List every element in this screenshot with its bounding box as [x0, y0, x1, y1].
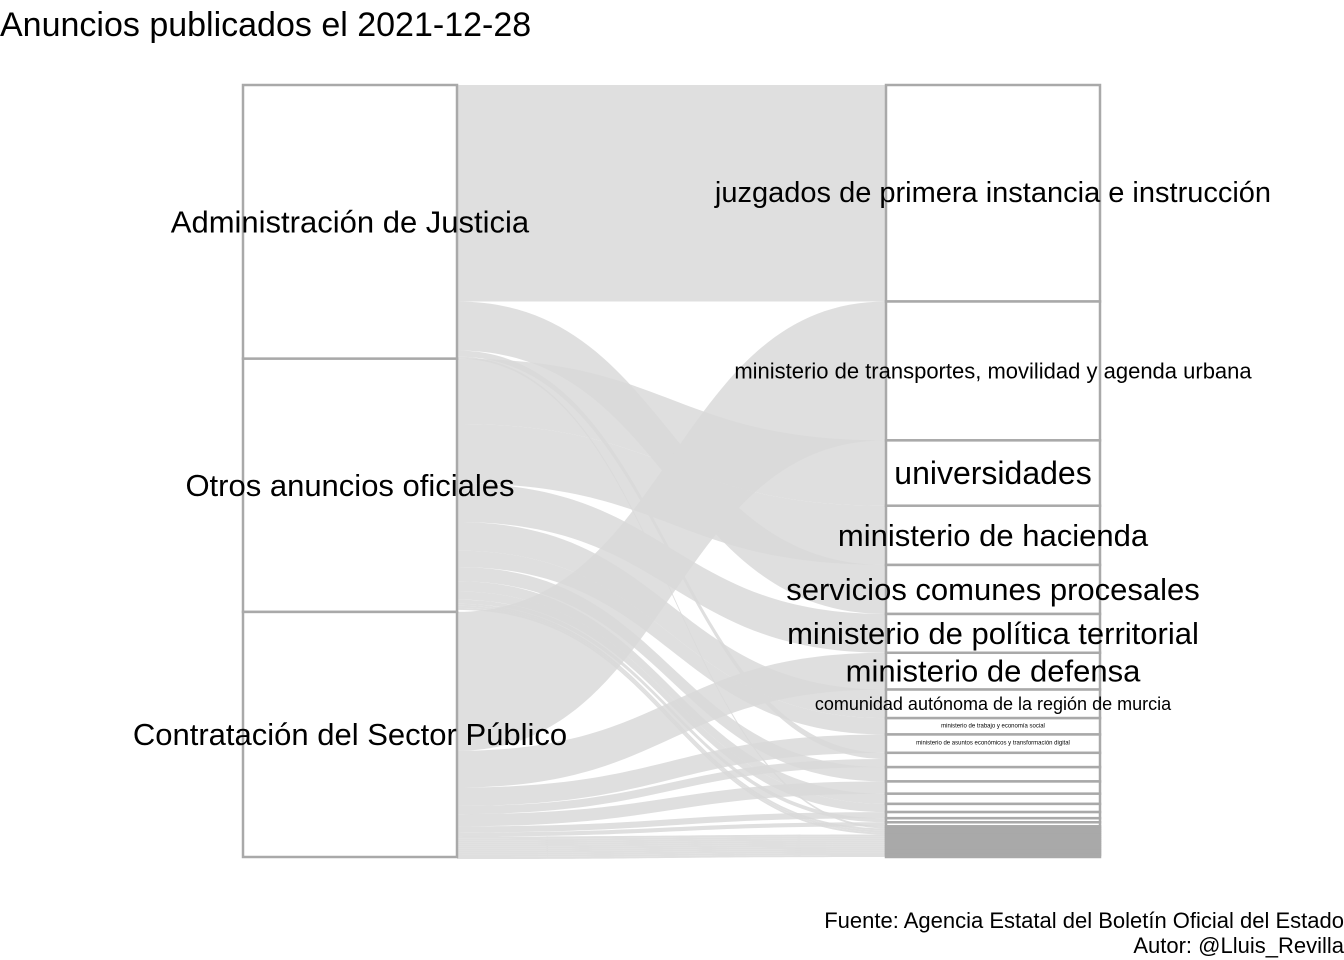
flow-band — [457, 834, 886, 839]
source-stratum — [241, 83, 459, 360]
chart-title: Anuncios publicados el 2021-12-28 — [0, 6, 532, 44]
target-label: universidades — [894, 455, 1091, 491]
flow-band — [457, 854, 886, 860]
flow-band — [457, 581, 886, 804]
flow-band — [457, 812, 886, 833]
flows-layer — [457, 85, 886, 860]
flow-band — [457, 838, 886, 843]
source-label: Administración de Justicia — [171, 204, 530, 239]
target-label: ministerio de hacienda — [838, 518, 1149, 553]
target-label: juzgados de primera instancia e instrucc… — [714, 177, 1271, 209]
target-stratum — [884, 651, 1102, 691]
flow-band — [457, 550, 886, 735]
flow-band — [457, 758, 886, 815]
target-label: servicios comunes procesales — [786, 572, 1200, 607]
flow-band — [457, 850, 886, 855]
flow-band — [457, 842, 886, 847]
source-stratum — [241, 357, 459, 614]
flow-band — [457, 844, 886, 849]
target-stratum — [884, 563, 1102, 616]
flow-band — [457, 781, 886, 827]
target-stratum — [884, 792, 1102, 806]
flow-band — [457, 301, 886, 751]
target-stratum — [884, 765, 1102, 783]
flow-band — [457, 85, 886, 302]
target-stratum — [884, 504, 1102, 567]
source-label: Contratación del Sector Público — [133, 717, 567, 752]
target-label: ministerio de defensa — [846, 654, 1141, 689]
flow-band — [457, 652, 886, 788]
source-label: Otros anuncios oficiales — [185, 468, 514, 503]
target-label: ministerio de política territorial — [787, 616, 1199, 651]
flow-band — [457, 734, 886, 806]
flow-band — [457, 846, 886, 851]
caption-author: Autor: @Lluis_Revilla — [1133, 933, 1344, 958]
flow-band — [457, 822, 886, 837]
target-stratum — [884, 780, 1102, 795]
target-label: ministerio de trabajo y economía social — [941, 723, 1045, 729]
target-stratum — [884, 83, 1102, 303]
flow-band — [457, 836, 886, 841]
source-stratum — [241, 610, 459, 859]
flow-band — [457, 566, 886, 782]
target-label: ministerio de asuntos económicos y trans… — [916, 741, 1070, 747]
flow-band — [457, 840, 886, 845]
target-stratum — [884, 688, 1102, 720]
target-stratum — [884, 612, 1102, 655]
flow-band — [457, 852, 886, 857]
flow-band — [457, 522, 886, 719]
target-stratum — [884, 853, 1102, 859]
target-label: ministerio de transportes, movilidad y a… — [734, 358, 1252, 383]
target-stratum — [884, 751, 1102, 769]
flow-band — [457, 848, 886, 853]
target-label: comunidad autónoma de la región de murci… — [815, 694, 1172, 714]
caption-source: Fuente: Agencia Estatal del Boletín Ofic… — [824, 908, 1344, 933]
target-stratum — [884, 439, 1102, 507]
strata-layer — [241, 83, 1102, 859]
